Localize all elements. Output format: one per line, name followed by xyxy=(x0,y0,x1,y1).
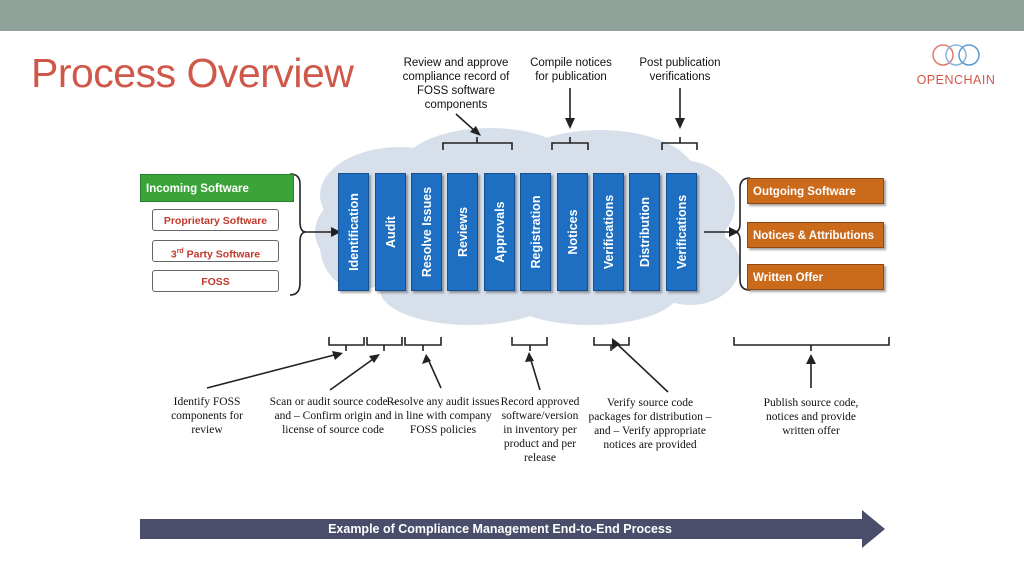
step-label: Registration xyxy=(528,195,543,269)
bottom-note-verify: Verify source code packages for distribu… xyxy=(588,397,712,451)
bottom-note-publish: Publish source code, notices and provide… xyxy=(763,397,859,437)
step-reviews: Reviews xyxy=(447,173,478,291)
step-approvals: Approvals xyxy=(484,173,515,291)
written-offer-box: Written Offer xyxy=(747,264,884,290)
bottom-note-record: Record approved software/version in inve… xyxy=(500,396,580,464)
step-verifications: Verifications xyxy=(593,173,624,291)
third-party-label: Party Software xyxy=(183,248,261,261)
incoming-software-box: Incoming Software xyxy=(140,174,294,202)
third-party-suffix: rd xyxy=(176,248,184,255)
step-resolve-issues: Resolve Issues xyxy=(411,173,442,291)
process-arrow xyxy=(140,510,885,548)
footer-caption: Example of Compliance Management End-to-… xyxy=(328,522,672,536)
step-label: Notices xyxy=(565,209,580,255)
step-notices: Notices xyxy=(557,173,588,291)
notices-attributions-box: Notices & Attributions xyxy=(747,222,884,248)
step-identification: Identification xyxy=(338,173,369,291)
logo-text: OPENCHAIN xyxy=(916,73,996,87)
step-registration: Registration xyxy=(520,173,551,291)
step-label: Approvals xyxy=(492,201,507,263)
outgoing-software-box: Outgoing Software xyxy=(747,178,884,204)
foss-box: FOSS xyxy=(152,270,279,292)
top-note-post: Post publication verifications xyxy=(639,57,721,83)
openchain-logo: OPENCHAIN xyxy=(916,40,996,90)
third-party-software-box: 3rd Party Software xyxy=(152,240,279,262)
step-label: Reviews xyxy=(455,206,470,258)
bottom-note-identify: Identify FOSS components for review xyxy=(171,396,243,436)
top-note-compile: Compile notices for publication xyxy=(530,57,612,83)
step-label: Distribution xyxy=(637,196,652,268)
step-audit: Audit xyxy=(375,173,406,291)
step-label: Audit xyxy=(383,216,398,248)
step-label: Verifications xyxy=(601,194,616,270)
proprietary-software-box: Proprietary Software xyxy=(152,209,279,231)
step-label: Resolve Issues xyxy=(419,186,434,278)
step-post-verifications: Verifications xyxy=(666,173,697,291)
bottom-note-resolve: Resolve any audit issues in line with co… xyxy=(386,396,500,436)
third-party-number: 3 xyxy=(170,248,177,261)
step-distribution: Distribution xyxy=(629,173,660,291)
step-label: Identification xyxy=(346,193,361,271)
bottom-note-scan: Scan or audit source code – and – Confir… xyxy=(269,396,397,436)
logo-rings-icon xyxy=(932,44,980,66)
step-label: Verifications xyxy=(674,194,689,270)
page-title: Process Overview xyxy=(31,50,354,96)
top-banner xyxy=(0,0,1024,31)
top-note-review: Review and approve compliance record of … xyxy=(402,57,510,111)
